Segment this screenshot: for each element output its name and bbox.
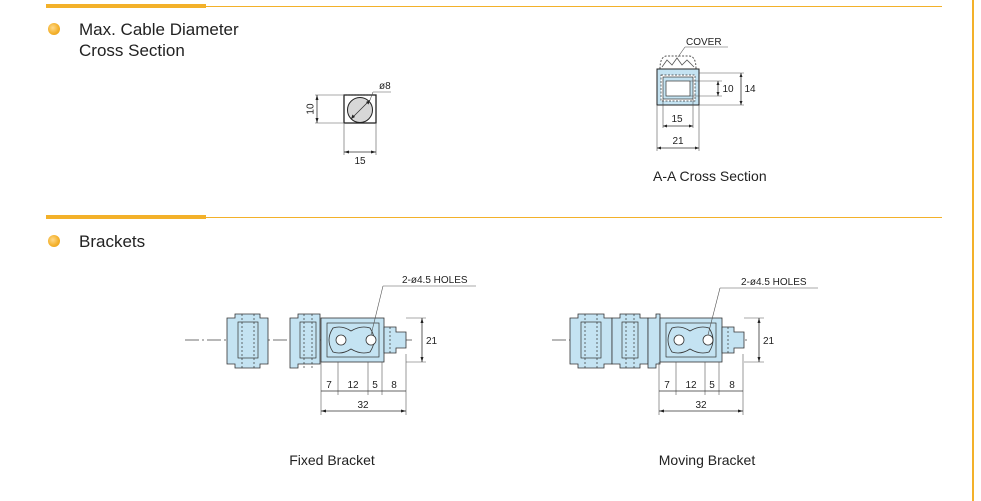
inner-width-dim-label: 15 <box>671 114 683 125</box>
dim-label-4: 8 <box>729 380 735 391</box>
bracket-plate <box>667 326 714 354</box>
diameter-label: ø8 <box>379 81 391 92</box>
mount-hole-1 <box>335 334 347 346</box>
diameter-leader <box>350 99 371 120</box>
height-dim-label: 21 <box>763 336 775 347</box>
moving-bracket-caption: Moving Bracket <box>658 452 756 468</box>
height-dim-label: 10 <box>306 103 317 115</box>
outer-height-dim-label: 14 <box>744 84 756 95</box>
aa-cross-section-caption: A-A Cross Section <box>653 168 767 184</box>
fixed-bracket-figure: 2-ø4.5 HOLES 21 7 12 5 8 32 <box>185 275 476 415</box>
cover-label: COVER <box>686 37 722 48</box>
mount-hole-2 <box>702 334 714 346</box>
cross-section-heading: Max. Cable Diameter Cross Section <box>79 19 239 61</box>
chain-link-3 <box>647 313 661 369</box>
total-dim-label: 32 <box>695 400 707 411</box>
fixed-bracket-caption: Fixed Bracket <box>289 452 375 468</box>
cross-section-heading-line2: Cross Section <box>79 41 185 60</box>
dim-label-2: 12 <box>685 380 697 391</box>
inner-height-dim-label: 10 <box>722 84 734 95</box>
aa-cross-section-figure: COVER 10 14 15 21 <box>656 37 756 151</box>
dim-label-1: 7 <box>326 380 332 391</box>
bracket-tab <box>721 326 745 354</box>
width-dim-label: 15 <box>354 156 366 167</box>
height-dim-label: 21 <box>426 336 438 347</box>
dim-label-2: 12 <box>347 380 359 391</box>
dim-label-4: 8 <box>391 380 397 391</box>
dim-label-3: 5 <box>372 380 378 391</box>
dim-label-1: 7 <box>664 380 670 391</box>
dim-label-3: 5 <box>709 380 715 391</box>
mount-hole-2 <box>365 334 377 346</box>
right-accent-rule <box>972 0 974 501</box>
moving-bracket-figure: 2-ø4.5 HOLES 21 7 12 5 8 32 <box>552 277 818 415</box>
holes-label: 2-ø4.5 HOLES <box>741 277 807 288</box>
outer-width-dim-label: 21 <box>672 136 684 147</box>
cable-cross-section-figure: ø8 10 15 <box>306 81 391 167</box>
section-bullet-icon <box>48 23 60 35</box>
brackets-section-rule <box>46 215 942 219</box>
brackets-heading: Brackets <box>79 232 146 251</box>
mount-hole-1 <box>673 334 685 346</box>
section-bullet-icon <box>48 235 60 247</box>
total-dim-label: 32 <box>357 400 369 411</box>
bracket-tab <box>383 326 407 354</box>
holes-label: 2-ø4.5 HOLES <box>402 275 468 286</box>
cross-section-heading-line1: Max. Cable Diameter <box>79 20 239 39</box>
bracket-plate <box>328 326 375 354</box>
chain-link-2 <box>289 313 321 369</box>
top-section-rule <box>46 4 942 8</box>
